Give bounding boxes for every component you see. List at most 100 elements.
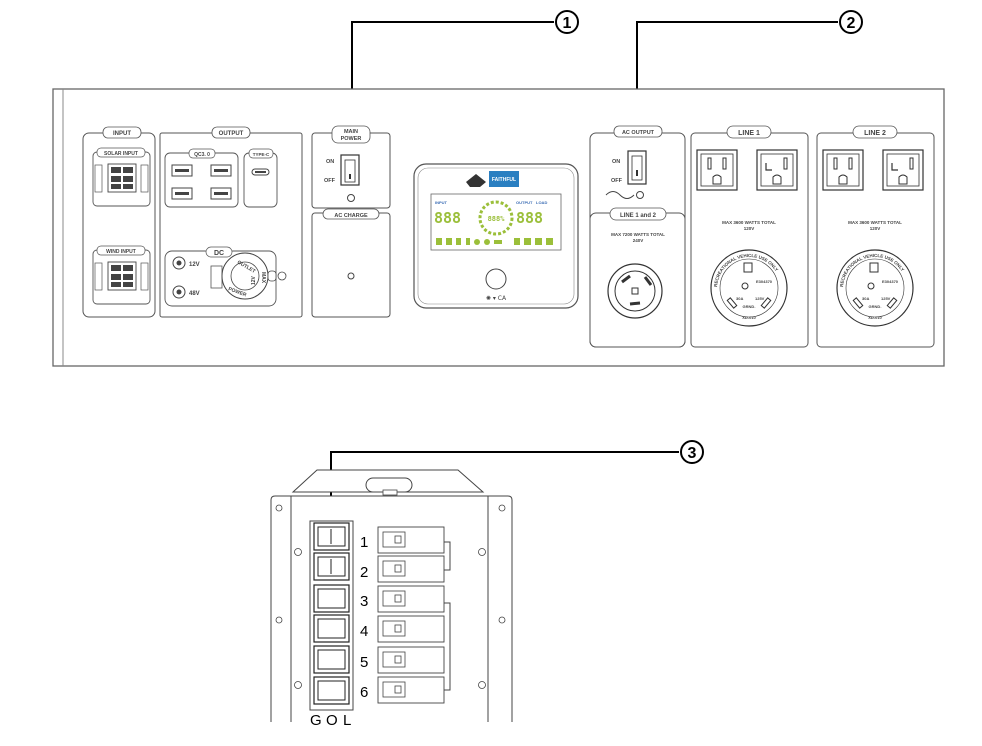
- car-12v-outlet[interactable]: OUTLET POWER 12V MAX: [221, 252, 287, 300]
- wind-input-label: WIND INPUT: [106, 249, 136, 255]
- type-c-port[interactable]: TYPE-C: [243, 148, 278, 208]
- usb-port-3[interactable]: [171, 187, 193, 200]
- qc-label: QC3. 0: [194, 152, 210, 158]
- usb-port-2[interactable]: [210, 164, 232, 177]
- transfer-switch-1[interactable]: [313, 522, 350, 551]
- callout-1-number: 1: [563, 15, 572, 32]
- line1-rating-2: 125V: [755, 296, 765, 301]
- usb-port-4[interactable]: [210, 187, 232, 200]
- lcd-load-label: LOAD: [536, 200, 547, 205]
- row-number-2: 2: [360, 564, 368, 581]
- line2-rating-2: 125V: [881, 296, 891, 301]
- main-power-title-2: POWER: [341, 136, 362, 142]
- line2-max-2: 120V: [870, 226, 881, 231]
- line1-title: LINE 1: [738, 130, 760, 137]
- solar-input-port[interactable]: SOLAR INPUT: [92, 147, 151, 207]
- row-number-1: 1: [360, 534, 368, 551]
- input-section: INPUT SOLAR INPUT WIND INPUT: [82, 126, 156, 318]
- usb-qc-ports: QC3. 0: [164, 148, 239, 208]
- row-number-5: 5: [360, 654, 368, 671]
- lcd-display-module: FAITHFUL INPUT OUTPUT LOAD 888 888% 888 …: [413, 163, 579, 309]
- line2-outlet-a[interactable]: [822, 149, 864, 191]
- breaker-5[interactable]: [377, 646, 445, 674]
- row-number-6: 6: [360, 684, 368, 701]
- input-title: INPUT: [113, 131, 131, 137]
- ac-output-off-label: OFF: [611, 178, 623, 184]
- solar-input-label: SOLAR INPUT: [104, 151, 138, 157]
- display-button[interactable]: [485, 268, 507, 290]
- dc-outputs: DC 12V 48V OUTLET POWER 12V MAX: [164, 246, 287, 307]
- output-title: OUTPUT: [219, 131, 244, 137]
- breaker-1[interactable]: [377, 526, 445, 554]
- main-power-indicator: [347, 194, 355, 202]
- breaker-4[interactable]: [377, 615, 445, 643]
- line1-model: XD-010: [742, 315, 756, 320]
- label-o: O: [326, 712, 338, 729]
- breaker-3[interactable]: [377, 585, 445, 613]
- lcd-right-digits: 888: [516, 209, 543, 227]
- line1-rv-outlet[interactable]: RECREATIONAL VEHICLE USE ONLY E304370 30…: [710, 249, 788, 327]
- line2-rv-outlet[interactable]: RECREATIONAL VEHICLE USE ONLY E304370 30…: [836, 249, 914, 327]
- ac-charge-section: AC CHARGE: [311, 208, 391, 318]
- lcd-output-label: OUTPUT: [516, 200, 533, 205]
- brand-text: FAITHFUL: [492, 177, 516, 183]
- line12-max-2: 240V: [633, 238, 644, 243]
- line1-code: E304370: [756, 279, 773, 284]
- line1-grnd: GRND.: [743, 304, 756, 309]
- transfer-switch-5[interactable]: [313, 645, 350, 674]
- breaker-2[interactable]: [377, 555, 445, 583]
- main-power-on-label: ON: [326, 159, 334, 165]
- ac-output-title: AC OUTPUT: [622, 130, 655, 136]
- main-power-title-1: MAIN: [344, 129, 358, 135]
- line2-code: E304370: [882, 279, 899, 284]
- row-number-3: 3: [360, 593, 368, 610]
- line12-outlet: LINE 1 and 2 MAX 7200 WATTS TOTAL 240V: [589, 207, 686, 348]
- tie-bar-2: [444, 602, 451, 691]
- label-l: L: [343, 712, 351, 729]
- callout-2-number: 2: [847, 15, 856, 32]
- ac-charge-port[interactable]: [347, 272, 355, 280]
- dc-48v-port[interactable]: 48V: [172, 285, 200, 299]
- dc-48v-label: 48V: [189, 291, 200, 297]
- main-power-switch[interactable]: [340, 154, 360, 186]
- lcd-left-digits: 888: [434, 209, 461, 227]
- line12-title: LINE 1 and 2: [620, 213, 657, 219]
- wind-input-port[interactable]: WIND INPUT: [92, 245, 151, 305]
- line1-rating-1: 30A: [736, 296, 743, 301]
- row-number-4: 4: [360, 623, 368, 640]
- line1-max-1: MAX 3600 WATTS TOTAL: [722, 220, 776, 225]
- main-power-off-label: OFF: [324, 178, 336, 184]
- callout-3-number: 3: [688, 445, 697, 462]
- dc-12v-port[interactable]: 12V: [172, 256, 200, 270]
- dc-title: DC: [214, 250, 224, 257]
- twist-lock-240v-outlet[interactable]: [607, 263, 663, 319]
- line1-max-2: 120V: [744, 226, 755, 231]
- dc-12v-label: 12V: [189, 262, 200, 268]
- transfer-switch-4[interactable]: [313, 614, 350, 643]
- ac-output-on-label: ON: [612, 159, 620, 165]
- lcd-battery-ring: 888%: [478, 200, 514, 236]
- line2-section: LINE 2 MAX 3600 WATTS TOTAL 120V RECREAT…: [816, 125, 935, 348]
- ac-output-switch[interactable]: [627, 150, 647, 185]
- transfer-switch-3[interactable]: [313, 584, 350, 613]
- transfer-switch-2[interactable]: [313, 552, 350, 581]
- brand-logo: FAITHFUL: [466, 171, 519, 187]
- line2-title: LINE 2: [864, 130, 886, 137]
- cert-marks: ✺ ▾ CA: [486, 295, 507, 302]
- output-section: OUTPUT QC3. 0 TYPE-C DC 12V: [159, 126, 303, 318]
- main-power-section: MAIN POWER ON OFF: [311, 125, 391, 209]
- usb-port-1[interactable]: [171, 164, 193, 177]
- lcd-status-icons: [436, 238, 553, 245]
- line1-outlet-a[interactable]: [696, 149, 738, 191]
- line2-grnd: GRND.: [869, 304, 882, 309]
- car-12v-text: 12V: [251, 275, 257, 285]
- label-g: G: [310, 712, 322, 729]
- max-text: MAX: [260, 272, 266, 284]
- ac-wave-icon: [605, 191, 635, 199]
- transfer-switch-6[interactable]: [313, 676, 350, 705]
- line2-outlet-b[interactable]: [882, 149, 924, 191]
- line1-outlet-b[interactable]: [756, 149, 798, 191]
- line2-model: XD-010: [868, 315, 882, 320]
- breaker-6[interactable]: [377, 676, 445, 704]
